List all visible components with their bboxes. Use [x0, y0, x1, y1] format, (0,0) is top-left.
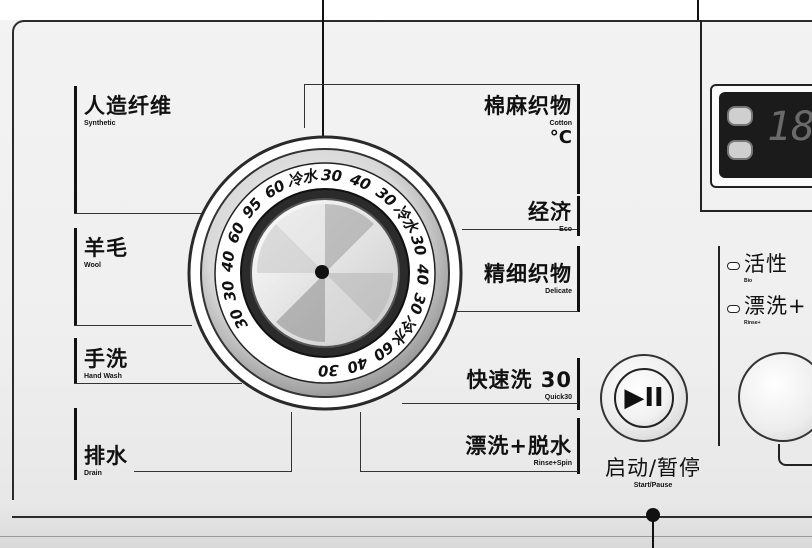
rinse-spin-en: Rinse+Spin [533, 460, 572, 467]
wool-bar [74, 228, 77, 326]
option-led-bio [727, 262, 740, 270]
option-button[interactable] [738, 352, 812, 442]
option-bio-label: 活性 Bio [744, 248, 788, 284]
handwash-leader [74, 383, 242, 384]
display-callout-line [697, 0, 699, 20]
top-strip [0, 0, 812, 20]
eco-en: Eco [559, 226, 572, 233]
synthetic-zh: 人造纤维 [84, 94, 172, 118]
eco-leader [462, 229, 578, 230]
label-drain: 排水 Drain [84, 440, 128, 477]
option-rinse-label: 漂洗+ Rinse+ [744, 290, 807, 326]
display-indicator-top-icon [727, 106, 753, 126]
eco-bar [577, 196, 580, 236]
quick30-zh: 快速洗 30 [466, 368, 572, 392]
label-wool: 羊毛 Wool [84, 232, 128, 269]
rinse-spin-zh: 漂洗+脱水 [465, 434, 572, 458]
drain-en: Drain [84, 470, 102, 477]
dial-center-dot [315, 265, 329, 279]
digital-display: 18 [710, 84, 812, 188]
wool-leader [74, 325, 192, 326]
dial-knob-facets [256, 203, 394, 343]
drain-zh: 排水 [84, 444, 128, 468]
option-bio-zh: 活性 [744, 252, 788, 276]
quick30-en: Quick30 [544, 394, 572, 401]
synthetic-leader [74, 213, 202, 214]
start-callout-line [652, 514, 654, 548]
rinse-spin-leader [360, 471, 578, 472]
option-led-rinse [727, 305, 740, 313]
drain-bar [74, 408, 77, 480]
drain-leader [134, 471, 292, 472]
display-screen: 18 [719, 92, 812, 178]
display-indicator-bottom-icon [727, 140, 753, 160]
dial-ring-label: 30 [406, 291, 430, 316]
option-rinse-en: Rinse+ [744, 320, 761, 326]
cotton-en: Cotton [549, 120, 572, 127]
handwash-en: Hand Wash [84, 373, 122, 380]
start-pause-button[interactable]: ▶II [600, 354, 688, 442]
eco-zh: 经济 [528, 200, 572, 224]
start-pause-inner[interactable]: ▶II [614, 368, 674, 428]
delicate-en: Delicate [545, 288, 572, 295]
display-digits: 18 [767, 104, 812, 150]
option-bio-en: Bio [744, 278, 753, 284]
delicate-leader [450, 311, 578, 312]
start-pause-zh: 启动/暂停 [604, 456, 702, 480]
handwash-bar [74, 338, 77, 384]
label-delicate: 精细织物 Delicate [456, 258, 572, 295]
start-pause-en: Start/Pause [633, 482, 673, 489]
label-quick30: 快速洗 30 Quick30 [440, 364, 572, 401]
panel-bottom-edge [12, 516, 812, 518]
synthetic-en: Synthetic [84, 120, 116, 127]
cotton-leader [304, 84, 580, 85]
display-frame [700, 20, 812, 212]
quick-bar [577, 358, 580, 410]
label-eco: 经济 Eco [480, 196, 572, 233]
play-pause-icon: ▶II [624, 383, 664, 413]
start-pause-label: 启动/暂停 Start/Pause [594, 452, 712, 489]
label-cotton: 棉麻织物 Cotton °C [440, 90, 572, 148]
delicate-bar [577, 246, 580, 312]
label-synthetic: 人造纤维 Synthetic [84, 90, 172, 127]
start-callout-dot [646, 508, 660, 522]
label-hand-wash: 手洗 Hand Wash [84, 343, 128, 380]
wool-zh: 羊毛 [84, 236, 128, 260]
drain-leader-up [291, 412, 292, 472]
dial-ring-label: 30 [318, 361, 339, 380]
handwash-zh: 手洗 [84, 347, 128, 371]
cotton-leader-down [304, 84, 305, 128]
wool-en: Wool [84, 262, 101, 269]
options-divider [718, 246, 720, 446]
dial-ring-label: 40 [413, 263, 431, 285]
cotton-zh: 棉麻织物 [484, 94, 572, 118]
synthetic-bar [74, 86, 77, 214]
dial-ring-label: 30 [321, 166, 343, 185]
quick-leader [402, 403, 578, 404]
rinse-spin-bar [577, 418, 580, 474]
option-button-bracket [778, 444, 812, 466]
option-rinse-zh: 漂洗+ [744, 294, 807, 318]
dial-ring-label: 40 [218, 250, 238, 274]
label-rinse-spin: 漂洗+脱水 Rinse+Spin [430, 430, 572, 467]
cotton-unit: °C [549, 127, 572, 148]
dial-ring-label: 30 [407, 233, 430, 258]
delicate-zh: 精细织物 [484, 262, 572, 286]
cotton-bar [577, 84, 580, 194]
rinse-spin-leader-up [360, 412, 361, 472]
panel-lower-line [0, 536, 812, 537]
dial-ring-label: 30 [218, 279, 240, 303]
bottom-band [0, 500, 812, 548]
